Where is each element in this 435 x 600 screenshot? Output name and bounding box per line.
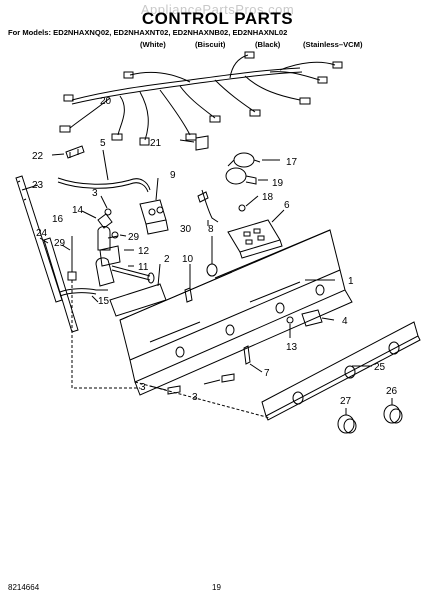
- callout-11: 11: [138, 262, 149, 273]
- callout-27: 27: [340, 396, 352, 407]
- tube: [57, 149, 151, 193]
- knob-27: [337, 408, 357, 434]
- callout-14: 14: [72, 205, 84, 216]
- doc-number: 8214664: [8, 583, 40, 592]
- callout-19: 19: [272, 178, 284, 189]
- color-black: (Black): [255, 40, 281, 49]
- wire-harness: [59, 51, 343, 146]
- callout-4: 4: [342, 316, 348, 327]
- trim-panel: [261, 321, 421, 421]
- callout-5: 5: [100, 138, 106, 149]
- exploded-view-diagram: 20 22 5 21 17 9 19 23 3 18 6 14 16 30 8 …: [15, 51, 421, 434]
- wire-lead: [197, 189, 219, 226]
- callout-29-left: 29: [54, 238, 66, 249]
- left-fastener-group: [61, 195, 127, 281]
- callout-3: 3: [92, 188, 98, 199]
- callout-8: 8: [208, 224, 214, 235]
- screw-7: [243, 345, 263, 373]
- callout-30: 30: [180, 224, 192, 235]
- callout-17: 17: [286, 157, 298, 168]
- page-title: CONTROL PARTS: [141, 9, 294, 28]
- callout-3-bottom: 3: [192, 392, 198, 403]
- callout-24: 24: [36, 228, 48, 239]
- light-bulb: [225, 167, 268, 185]
- light-cover-tab: [179, 135, 209, 151]
- screw-18: [238, 195, 259, 212]
- models-line: For Models: ED2NHAXNQ02, ED2NHAXNT02, ED…: [8, 28, 288, 37]
- screw-10: [184, 264, 193, 303]
- color-white: (White): [140, 40, 166, 49]
- bracket: [39, 237, 79, 333]
- callout-18: 18: [262, 192, 274, 203]
- damper-control: [139, 177, 169, 235]
- callout-9: 9: [170, 170, 176, 181]
- switch-4: [301, 309, 335, 327]
- assembly-leader: [71, 280, 271, 419]
- knob-insert-8: [206, 236, 218, 277]
- wire-clip: [51, 145, 85, 159]
- color-stainless: (Stainless–VCM): [303, 40, 363, 49]
- control-housing: [119, 229, 353, 396]
- callout-15: 15: [98, 296, 110, 307]
- callout-20: 20: [100, 96, 112, 107]
- watermark: AppliancePartsPros.com: [140, 2, 295, 17]
- callout-3-bottom-left: 3: [140, 382, 146, 393]
- callout-1: 1: [348, 276, 354, 287]
- screws-bottom: [149, 373, 235, 395]
- callout-16: 16: [52, 214, 64, 225]
- color-biscuit: (Biscuit): [195, 40, 226, 49]
- callout-26: 26: [386, 386, 398, 397]
- callout-12: 12: [138, 246, 150, 257]
- callout-6: 6: [284, 200, 290, 211]
- callout-13: 13: [286, 342, 298, 353]
- lamp-socket: [227, 152, 280, 168]
- thermostat: [95, 245, 155, 287]
- callout-23: 23: [32, 180, 44, 191]
- callout-21: 21: [150, 138, 162, 149]
- screw-13: [286, 316, 294, 338]
- callout-29: 29: [128, 232, 140, 243]
- callout-7: 7: [264, 368, 270, 379]
- callout-22: 22: [32, 151, 44, 162]
- capillary: [59, 288, 108, 303]
- control-board: [227, 209, 285, 259]
- callout-2: 2: [164, 254, 170, 265]
- page-number: 19: [212, 583, 221, 592]
- knob-26: [383, 398, 403, 424]
- callout-25: 25: [374, 362, 386, 373]
- callout-10: 10: [182, 254, 194, 265]
